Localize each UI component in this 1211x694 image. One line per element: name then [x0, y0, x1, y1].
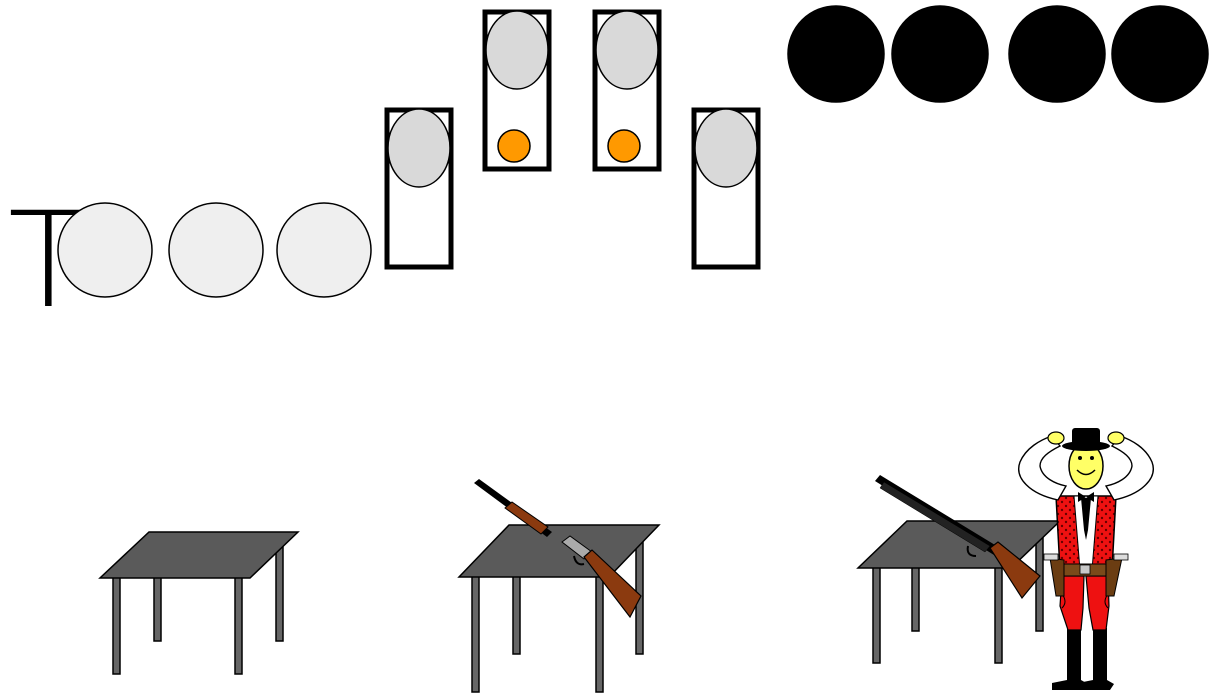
bonus-token-icon — [1009, 6, 1105, 102]
target-silhouette-icon — [596, 11, 658, 89]
target-silhouette-icon — [695, 109, 757, 187]
bonus-token-icon — [892, 6, 988, 102]
table-station-2[interactable] — [459, 479, 659, 692]
table-icon — [858, 521, 1060, 663]
hud-rounds: T — [8, 184, 371, 338]
table-station-3[interactable] — [858, 475, 1060, 663]
target-1[interactable] — [387, 109, 451, 267]
table-station-1[interactable] — [100, 532, 298, 674]
target-4[interactable] — [694, 109, 758, 267]
round-token-icon — [169, 203, 263, 297]
round-token-icon — [58, 203, 152, 297]
table-icon — [100, 532, 298, 674]
hit-marker-icon — [498, 130, 530, 162]
hat-icon — [1062, 428, 1110, 451]
bonus-tokens — [788, 6, 1208, 102]
target-2[interactable] — [485, 11, 549, 169]
vest — [1056, 492, 1116, 570]
bonus-token-icon — [1112, 6, 1208, 102]
bonus-token-icon — [788, 6, 884, 102]
legs — [1060, 576, 1109, 630]
boots — [1052, 628, 1114, 690]
hit-marker-icon — [608, 130, 640, 162]
target-row — [387, 11, 758, 267]
target-silhouette-icon — [388, 109, 450, 187]
target-3[interactable] — [595, 11, 659, 169]
round-token-icon — [277, 203, 371, 297]
round-tokens — [58, 203, 371, 297]
target-silhouette-icon — [486, 11, 548, 89]
